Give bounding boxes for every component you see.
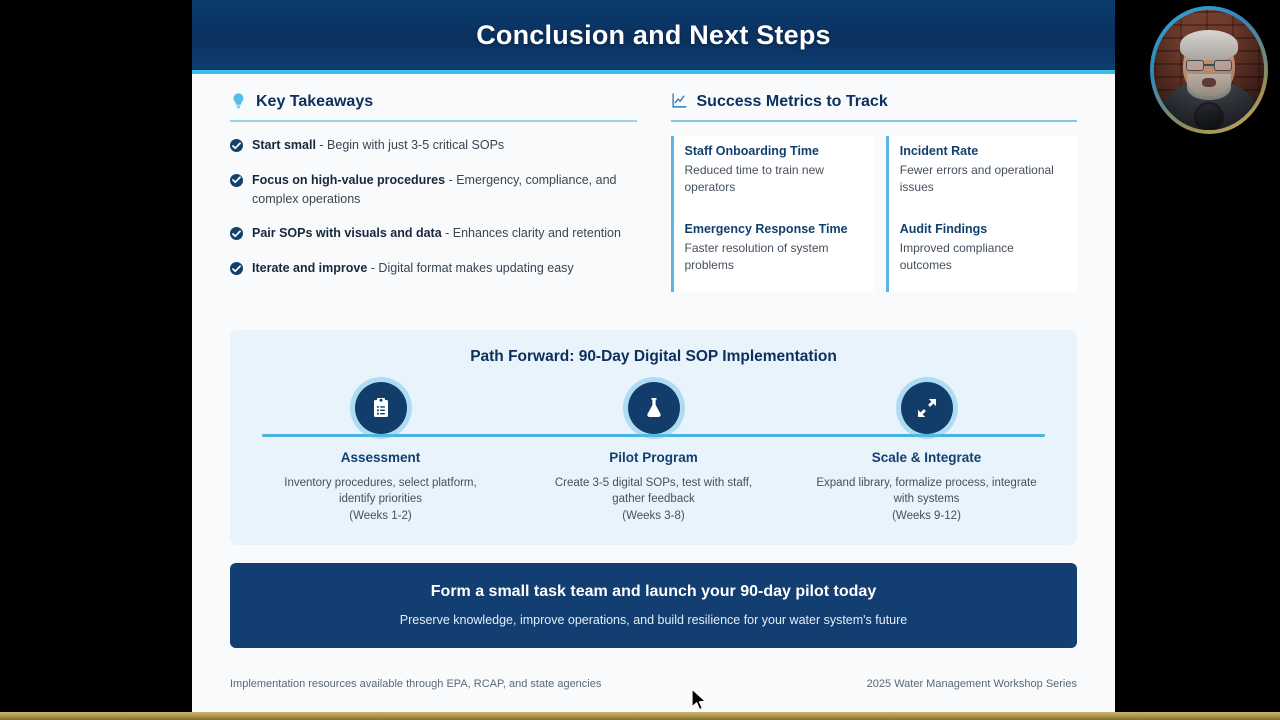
webcam-video [1154, 10, 1264, 130]
flask-icon [627, 381, 680, 434]
takeaways-list: Start small - Begin with just 3-5 critic… [230, 136, 637, 278]
cta-subline: Preserve knowledge, improve operations, … [399, 612, 908, 627]
check-circle-icon [230, 262, 243, 275]
footer-right-text: 2025 Water Management Workshop Series [866, 677, 1077, 690]
timeline-step-desc: Inventory procedures, select platform, i… [284, 476, 477, 506]
timeline-connector-line [262, 433, 1045, 437]
timeline-step-scale-integrate: Scale & Integrate Expand library, formal… [790, 381, 1063, 525]
metric-description: Improved compliance outcomes [899, 241, 1014, 273]
timeline-step-assessment: Assessment Inventory procedures, select … [244, 381, 517, 525]
timeline-step-label: Scale & Integrate [871, 449, 982, 465]
timeline-step-desc: Create 3-5 digital SOPs, test with staff… [554, 476, 753, 506]
metric-card: Audit Findings Improved compliance outco… [885, 214, 1077, 292]
success-metrics-heading: Success Metrics to Track [696, 92, 888, 110]
key-takeaways-column: Key Takeaways Start small - Begin with j… [230, 92, 637, 294]
presentation-slide: Conclusion and Next Steps Key Tak [192, 0, 1115, 712]
metrics-grid: Staff Onboarding Time Reduced time to tr… [670, 136, 1077, 292]
check-circle-icon [230, 173, 243, 187]
slide-title: Conclusion and Next Steps [476, 19, 831, 50]
takeaway-lead: Focus on high-value procedures [252, 172, 446, 187]
path-forward-timeline: Path Forward: 90-Day Digital SOP Impleme… [230, 329, 1077, 545]
success-metrics-divider [670, 120, 1077, 122]
list-item: Pair SOPs with visuals and data - Enhanc… [230, 224, 637, 243]
timeline-step-label: Assessment [340, 449, 421, 465]
key-takeaways-heading: Key Takeaways [256, 92, 374, 110]
cta-headline: Form a small task team and launch your 9… [430, 582, 877, 600]
timeline-step-desc: Expand library, formalize process, integ… [816, 476, 1037, 506]
metric-description: Reduced time to train new operators [684, 163, 824, 195]
two-column-area: Key Takeaways Start small - Begin with j… [230, 92, 1077, 294]
call-to-action-banner: Form a small task team and launch your 9… [230, 562, 1077, 648]
list-item: Iterate and improve - Digital format mak… [230, 259, 637, 278]
timeline-step-pilot-program: Pilot Program Create 3-5 digital SOPs, t… [517, 381, 790, 525]
bottom-gold-strip [0, 712, 1280, 720]
timeline-track: Assessment Inventory procedures, select … [244, 381, 1063, 525]
mouse-cursor [691, 688, 707, 711]
takeaway-rest: - Emergency, compliance, and complex ope… [252, 172, 617, 206]
metric-title: Audit Findings [899, 222, 988, 236]
takeaway-rest: - Digital format makes updating easy [367, 261, 574, 275]
metric-description: Fewer errors and operational issues [899, 163, 1054, 195]
key-takeaways-header: Key Takeaways [230, 92, 637, 120]
metric-card: Staff Onboarding Time Reduced time to tr… [670, 136, 874, 214]
check-circle-icon [230, 139, 243, 152]
metric-card: Incident Rate Fewer errors and operation… [885, 136, 1077, 214]
takeaway-lead: Pair SOPs with visuals and data [252, 226, 442, 241]
expand-arrows-icon [900, 381, 953, 434]
slide-left-shadow [186, 0, 192, 712]
slide-header: Conclusion and Next Steps [192, 0, 1115, 74]
takeaway-lead: Iterate and improve [252, 261, 368, 275]
list-item: Start small - Begin with just 3-5 critic… [230, 136, 637, 155]
webcam-vignette [1154, 10, 1264, 130]
list-item: Focus on high-value procedures - Emergen… [230, 171, 637, 209]
timeline-step-label: Pilot Program [609, 449, 698, 465]
lightbulb-icon [230, 92, 247, 111]
takeaway-lead: Start small [252, 138, 316, 152]
clipboard-list-icon [354, 381, 407, 434]
timeline-step-weeks: (Weeks 3-8) [622, 510, 685, 523]
metric-description: Faster resolution of system problems [684, 241, 829, 273]
slide-body: Key Takeaways Start small - Begin with j… [192, 74, 1115, 294]
timeline-steps: Assessment Inventory procedures, select … [244, 381, 1063, 525]
line-chart-icon [671, 92, 688, 111]
metric-title: Staff Onboarding Time [684, 144, 820, 158]
timeline-title: Path Forward: 90-Day Digital SOP Impleme… [470, 347, 837, 365]
timeline-step-weeks: (Weeks 9-12) [892, 510, 961, 523]
takeaway-rest: - Enhances clarity and retention [441, 226, 621, 241]
webcam-overlay[interactable] [1150, 6, 1268, 134]
check-circle-icon [230, 227, 243, 241]
key-takeaways-divider [230, 120, 637, 122]
metric-card: Emergency Response Time Faster resolutio… [670, 214, 874, 292]
takeaway-rest: - Begin with just 3-5 critical SOPs [315, 138, 505, 152]
metric-title: Emergency Response Time [684, 222, 848, 236]
success-metrics-column: Success Metrics to Track Staff Onboardin… [670, 92, 1078, 294]
footer-left-text: Implementation resources available throu… [230, 677, 602, 690]
success-metrics-header: Success Metrics to Track [671, 92, 1078, 120]
metric-title: Incident Rate [899, 144, 979, 158]
slide-footer: Implementation resources available throu… [230, 678, 1077, 690]
timeline-step-weeks: (Weeks 1-2) [349, 510, 412, 523]
